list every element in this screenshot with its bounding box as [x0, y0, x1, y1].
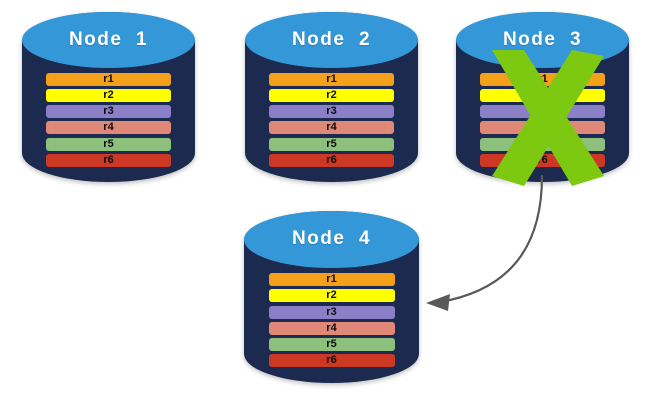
node-1-row-r5: r5: [46, 137, 171, 151]
node-2[interactable]: Node 2 r1 r2 r3 r4 r5 r6: [245, 12, 418, 182]
node-2-cylinder-top: [245, 12, 418, 69]
node-4-row-r5: r5: [268, 338, 395, 352]
node-2-row-r3: r3: [269, 105, 394, 119]
node-3-row-r6: r6: [480, 153, 605, 167]
node-1[interactable]: Node 1 r1 r2 r3 r4 r5 r6: [22, 12, 195, 182]
node-4-rows: r1 r2 r3 r4 r5 r6: [268, 272, 395, 368]
node-3-title: Node 3: [502, 29, 583, 51]
node-4-title: Node 4: [291, 228, 372, 250]
node-2-title: Node 2: [291, 29, 372, 51]
node-1-cylinder-top: [22, 12, 195, 69]
node-3-row-r1: r1: [480, 73, 605, 87]
node-3-rows: r1 r2 r3 r4 r5 r6: [480, 73, 605, 167]
node-2-row-r2: r2: [269, 89, 394, 103]
node-2-row-r4: r4: [269, 121, 394, 135]
node-2-rows: r1 r2 r3 r4 r5 r6: [269, 73, 394, 167]
node-3-row-r5: r5: [480, 137, 605, 151]
node-4-cylinder-top: [244, 211, 419, 268]
node-1-row-r4: r4: [46, 121, 171, 135]
node-3-row-r3: r3: [480, 105, 605, 119]
node-1-row-r2: r2: [46, 89, 171, 103]
node-3-row-r2: r2: [480, 89, 605, 103]
node-1-title: Node 1: [68, 29, 149, 51]
node-2-row-r5: r5: [269, 137, 394, 151]
node-1-row-r1: r1: [46, 73, 171, 87]
node-4-row-r6: r6: [268, 354, 395, 368]
node-1-row-r3: r3: [46, 105, 171, 119]
node-4-row-r2: r2: [268, 289, 395, 303]
node-3-row-r4: r4: [480, 121, 605, 135]
node-3[interactable]: Node 3 r1 r2 r3 r4 r5 r6: [456, 12, 629, 182]
node-4-row-r3: r3: [268, 305, 395, 319]
node-2-row-r1: r1: [269, 73, 394, 87]
node-2-row-r6: r6: [269, 153, 394, 167]
node-1-row-r6: r6: [46, 153, 171, 167]
node-4[interactable]: Node 4 r1 r2 r3 r4 r5 r6: [244, 211, 419, 383]
node-4-row-r4: r4: [268, 321, 395, 335]
node-1-rows: r1 r2 r3 r4 r5 r6: [46, 73, 171, 167]
node-4-row-r1: r1: [268, 272, 395, 286]
